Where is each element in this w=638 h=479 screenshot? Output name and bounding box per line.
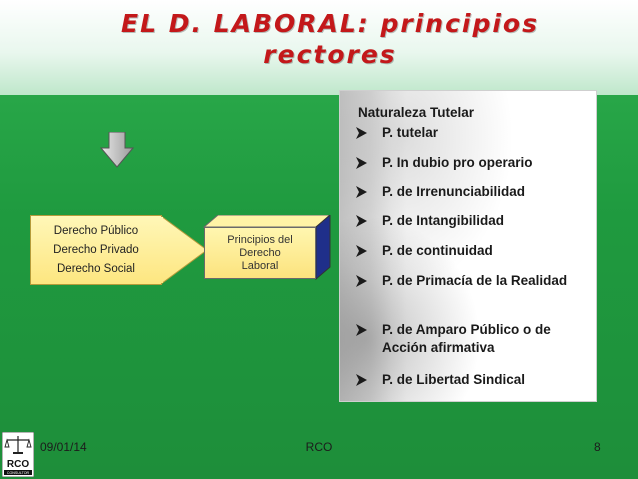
- arrow-bullet-icon: [356, 245, 367, 257]
- list-item-text: P. In dubio pro operario: [382, 155, 533, 170]
- svg-text:CONSULTOR: CONSULTOR: [7, 471, 30, 475]
- principles-panel: [339, 90, 597, 402]
- list-item-text: P. de Intangibilidad: [382, 213, 505, 228]
- footer-center: RCO: [305, 440, 333, 454]
- list-item-text: P. tutelar: [382, 125, 439, 140]
- list-item-text: P. de Irrenunciabilidad: [382, 184, 526, 199]
- source-box: Derecho Público Derecho Privado Derecho …: [30, 215, 208, 285]
- arrow-bullet-icon: [356, 275, 367, 287]
- principles-box-line: Principios del: [227, 233, 293, 246]
- source-item: Derecho Social: [57, 262, 135, 275]
- arrow-bullet-icon: [356, 324, 367, 336]
- source-item: Derecho Privado: [53, 243, 139, 256]
- header-band: [0, 0, 638, 95]
- right-arrow-icon: [161, 215, 208, 285]
- down-arrow-icon: [100, 132, 134, 168]
- arrow-bullet-icon: [356, 186, 367, 198]
- cube-shape: [202, 215, 331, 281]
- footer-date: 09/01/14: [40, 440, 87, 454]
- arrow-bullet-icon: [356, 127, 367, 139]
- principles-box: Principios del Derecho Laboral: [198, 215, 333, 285]
- slide-title-line-2: rectores: [263, 40, 397, 70]
- slide-title: EL D. LABORAL: principios rectores: [100, 8, 560, 71]
- list-item-text: P. de Libertad Sindical: [382, 372, 526, 387]
- page-number: 8: [594, 440, 601, 454]
- rco-logo: RCO CONSULTOR: [2, 432, 34, 477]
- arrow-bullet-icon: [356, 157, 367, 169]
- slide-title-line-1: EL D. LABORAL: principios: [121, 9, 539, 38]
- list-item-text: P. de Amparo Público o de Acción afirmat…: [382, 322, 551, 355]
- principles-box-line: Laboral: [241, 259, 279, 272]
- principles-box-front: Principios del Derecho Laboral: [204, 227, 316, 279]
- svg-text:RCO: RCO: [7, 459, 29, 470]
- arrow-bullet-icon: [356, 215, 367, 227]
- panel-heading: Naturaleza Tutelar: [358, 105, 475, 120]
- principles-box-line: Derecho: [239, 246, 281, 259]
- list-item-text: P. de continuidad: [382, 243, 493, 258]
- source-item: Derecho Público: [53, 224, 139, 237]
- arrow-bullet-icon: [356, 374, 367, 386]
- source-box-body: Derecho Público Derecho Privado Derecho …: [30, 215, 162, 285]
- list-item-text: P. de Primacía de la Realidad: [382, 273, 568, 288]
